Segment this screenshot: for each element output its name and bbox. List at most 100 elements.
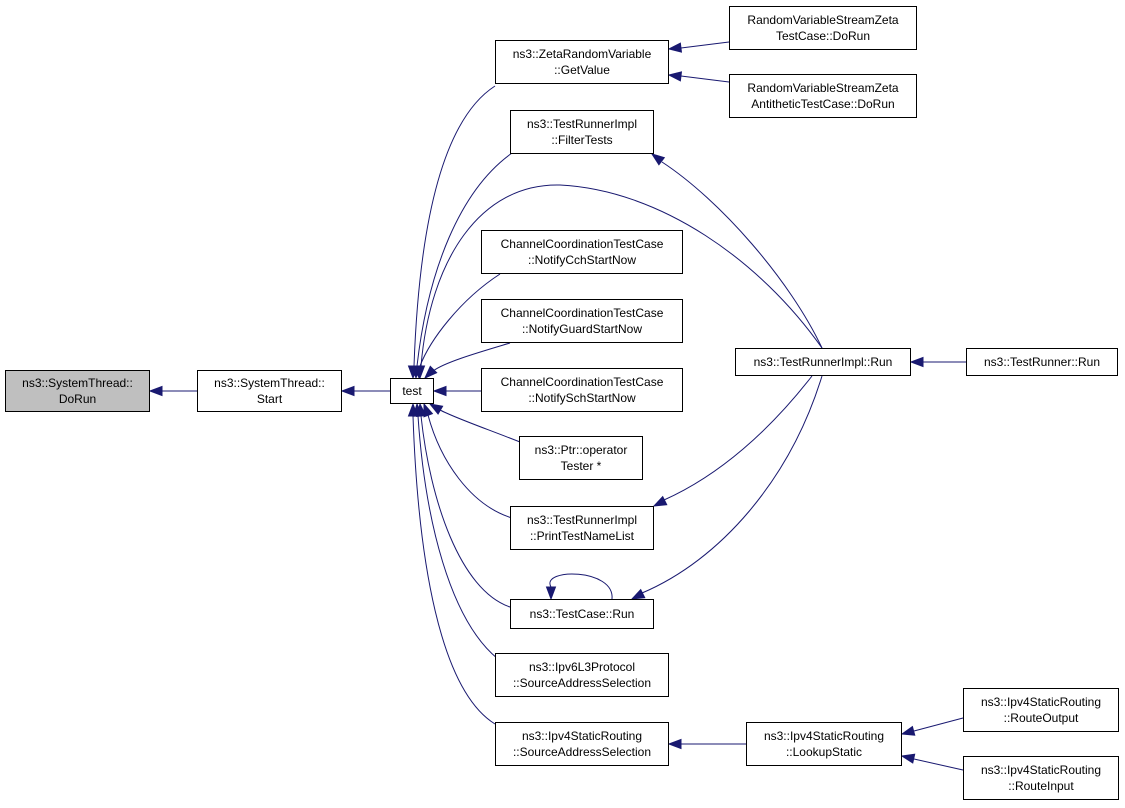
arrowhead xyxy=(652,495,668,507)
edge-testrunnerimpl-run-to-test xyxy=(414,184,823,380)
arrowhead xyxy=(900,753,916,764)
edge-routeinput-to-lookupstatic xyxy=(900,753,964,771)
node-testrunner-run[interactable]: ns3::TestRunner::Run xyxy=(966,348,1118,376)
edge-testrunnerimpl-run-to-testcase-run xyxy=(630,375,823,600)
node-ipv6-sas[interactable]: ns3::Ipv6L3Protocol::SourceAddressSelect… xyxy=(495,653,669,697)
arrowhead xyxy=(148,385,163,397)
node-label-line: AntitheticTestCase::DoRun xyxy=(751,97,895,111)
node-label-line: ::RouteOutput xyxy=(1003,711,1079,725)
arrowhead xyxy=(423,402,434,418)
node-lookupstatic[interactable]: ns3::Ipv4StaticRouting::LookupStatic xyxy=(746,722,902,766)
arrowhead xyxy=(432,385,447,397)
arrowhead xyxy=(414,365,426,380)
node-label-line: ns3::TestRunnerImpl xyxy=(526,117,638,131)
node-printtestnamelist[interactable]: ns3::TestRunnerImpl::PrintTestNameList xyxy=(510,506,654,550)
arrowhead xyxy=(667,42,683,53)
node-label-line: ns3::TestRunner::Run xyxy=(983,355,1101,369)
arrowhead xyxy=(909,356,924,368)
edge-testrunnerimpl-run-to-filtertests xyxy=(650,153,823,349)
node-label-line: ns3::Ipv4StaticRouting xyxy=(980,763,1102,777)
node-label-line: ::PrintTestNameList xyxy=(529,529,635,543)
edge-line xyxy=(419,273,501,367)
arrowhead xyxy=(900,725,916,736)
node-label-line: ns3::TestRunnerImpl::Run xyxy=(753,355,893,369)
edge-line xyxy=(913,717,964,732)
node-routeinput[interactable]: ns3::Ipv4StaticRouting::RouteInput xyxy=(963,756,1119,800)
node-label-line: Tester * xyxy=(560,459,602,473)
node-testcase-run[interactable]: ns3::TestCase::Run xyxy=(510,599,654,629)
node-notifyguard[interactable]: ChannelCoordinationTestCase::NotifyGuard… xyxy=(481,299,683,343)
node-label-line: ns3::Ipv4StaticRouting xyxy=(521,729,643,743)
edge-line xyxy=(680,75,730,83)
arrowhead xyxy=(423,365,438,380)
node-notifycch[interactable]: ChannelCoordinationTestCase::NotifyCchSt… xyxy=(481,230,683,274)
edge-line xyxy=(680,41,730,49)
node-label-line: ::GetValue xyxy=(554,63,610,77)
node-label-line: test xyxy=(402,384,422,398)
edge-line xyxy=(661,161,823,349)
edge-line xyxy=(420,184,823,367)
node-label-line: ns3::TestCase::Run xyxy=(529,607,635,621)
arrowhead xyxy=(667,738,682,750)
edge-line xyxy=(413,85,496,367)
node-label-line: Start xyxy=(256,392,283,406)
arrowhead xyxy=(545,586,557,601)
node-label-line: ChannelCoordinationTestCase xyxy=(500,237,664,251)
edge-line xyxy=(663,375,813,501)
node-label-line: ::SourceAddressSelection xyxy=(512,676,652,690)
node-systemthread-start[interactable]: ns3::SystemThread::Start xyxy=(197,370,342,412)
edge-zeta-antithetic-to-zeta-getvalue xyxy=(667,71,730,83)
edge-routeoutput-to-lookupstatic xyxy=(900,717,964,736)
edge-ptr-operator-to-test xyxy=(428,403,526,445)
arrowhead xyxy=(407,402,419,417)
node-label-line: ns3::TestRunnerImpl xyxy=(526,513,638,527)
edge-ipv4-sas-to-test xyxy=(407,402,496,725)
edge-line xyxy=(416,152,513,367)
arrowhead xyxy=(340,385,355,397)
node-filtertests[interactable]: ns3::TestRunnerImpl::FilterTests xyxy=(510,110,654,154)
edge-line xyxy=(432,342,511,372)
edge-line xyxy=(420,415,511,608)
edge-line xyxy=(439,409,526,445)
node-routeoutput[interactable]: ns3::Ipv4StaticRouting::RouteOutput xyxy=(963,688,1119,732)
node-label-line: ::NotifySchStartNow xyxy=(528,391,636,405)
edge-notifysch-to-test xyxy=(432,385,481,397)
edge-printtestnamelist-to-test xyxy=(423,402,513,519)
node-label-line: DoRun xyxy=(58,392,97,406)
node-test[interactable]: test xyxy=(390,378,434,404)
node-label-line: ns3::SystemThread:: xyxy=(22,376,133,390)
arrowhead xyxy=(630,588,646,600)
node-testrunnerimpl-run[interactable]: ns3::TestRunnerImpl::Run xyxy=(735,348,911,376)
arrowhead xyxy=(428,403,444,415)
node-ipv4-sas[interactable]: ns3::Ipv4StaticRouting::SourceAddressSel… xyxy=(495,722,669,766)
node-label-line: ChannelCoordinationTestCase xyxy=(500,375,664,389)
edge-line xyxy=(913,758,964,771)
node-label-line: ::NotifyCchStartNow xyxy=(527,253,637,267)
edge-testrunnerimpl-run-to-printtestnamelist xyxy=(652,375,813,507)
node-zeta-getvalue[interactable]: ns3::ZetaRandomVariable::GetValue xyxy=(495,40,669,84)
node-label-line: ns3::Ptr::operator xyxy=(534,443,628,457)
edge-line xyxy=(549,573,613,600)
node-systemthread-dorun: ns3::SystemThread::DoRun xyxy=(5,370,150,412)
edge-testcase-run-to-testcase-run xyxy=(545,573,613,601)
edge-zeta-testcase-to-zeta-getvalue xyxy=(667,41,730,53)
node-label-line: ::NotifyGuardStartNow xyxy=(521,322,643,336)
node-label-line: ns3::Ipv4StaticRouting xyxy=(763,729,885,743)
node-label-line: ns3::ZetaRandomVariable xyxy=(512,47,652,61)
node-notifysch[interactable]: ChannelCoordinationTestCase::NotifySchSt… xyxy=(481,368,683,412)
edge-line xyxy=(417,415,499,660)
node-label-line: RandomVariableStreamZeta xyxy=(747,13,899,27)
arrowhead xyxy=(650,153,666,166)
node-label-line: ::RouteInput xyxy=(1008,779,1074,793)
node-label-line: ChannelCoordinationTestCase xyxy=(500,306,664,320)
arrowhead xyxy=(667,71,683,82)
edge-line xyxy=(412,415,496,725)
node-label-line: ::FilterTests xyxy=(551,133,613,147)
node-label-line: ::SourceAddressSelection xyxy=(512,745,652,759)
edge-line xyxy=(427,414,513,519)
node-label-line: ::LookupStatic xyxy=(785,745,863,759)
